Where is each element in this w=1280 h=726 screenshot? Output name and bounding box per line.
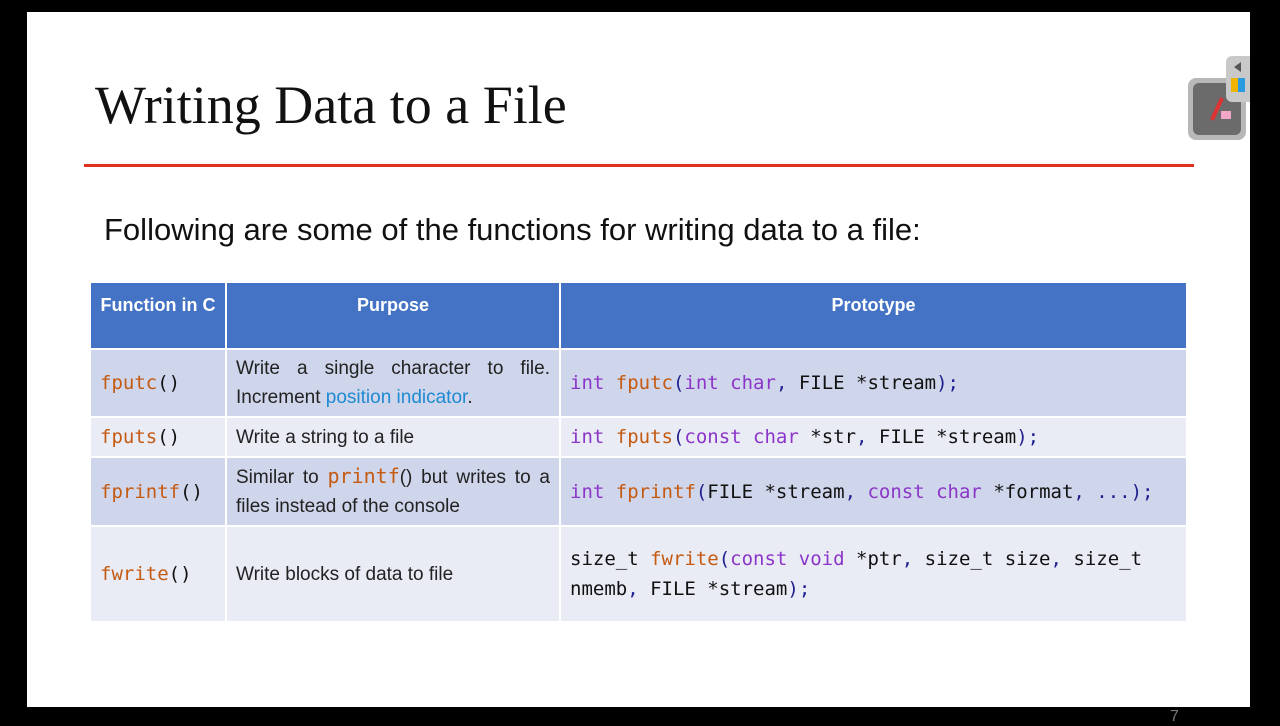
text-segment: ,	[856, 426, 879, 448]
toolbar-apps-icon	[1231, 78, 1245, 92]
toolbar-collapse-tab[interactable]	[1226, 56, 1250, 102]
purpose-cell: Similar to printf() but writes to a file…	[225, 456, 560, 526]
function-cell: fputs()	[91, 416, 226, 457]
text-segment: ,	[901, 548, 925, 570]
text-segment: fputs	[615, 426, 673, 448]
purpose-cell: Write blocks of data to file	[225, 525, 560, 621]
text-segment: ()	[168, 563, 192, 585]
function-cell: fprintf()	[91, 456, 226, 526]
text-segment: fprintf	[615, 480, 696, 503]
prototype-cell: int fputs(const char *str, FILE *stream)…	[559, 416, 1186, 457]
text-segment: const char	[684, 426, 811, 448]
page-number: 7	[1170, 708, 1179, 725]
text-segment: , ...);	[1073, 480, 1154, 503]
text-segment: Write blocks of data to file	[236, 563, 454, 585]
text-segment: fputc	[100, 372, 158, 394]
text-segment: Write a single character to file. Increm…	[236, 358, 550, 408]
functions-table: Function in C Purpose Prototype fputc()W…	[91, 283, 1186, 621]
text-segment: (	[672, 426, 685, 448]
text-segment: (	[718, 548, 731, 570]
text-segment: fprintf	[100, 480, 181, 503]
text-segment: fwrite	[100, 563, 169, 585]
text-segment: () but writes to a files instead of the …	[236, 467, 550, 517]
text-segment: Write a string to a file	[236, 426, 415, 448]
text-segment: ()	[180, 480, 203, 503]
text-segment: printf	[327, 464, 400, 488]
eraser-icon	[1221, 111, 1231, 119]
header-purpose: Purpose	[225, 283, 560, 349]
text-segment: fputs	[100, 426, 158, 448]
prototype-cell: int fputc(int char, FILE *stream);	[559, 348, 1186, 417]
text-segment: .	[467, 387, 473, 408]
text-segment: FILE *stream	[798, 372, 937, 394]
purpose-cell: Write a string to a file	[225, 416, 560, 457]
text-segment: const void	[730, 548, 857, 570]
text-segment: ()	[157, 426, 181, 448]
text-segment: position indicator	[325, 387, 468, 408]
text-segment: ,	[844, 480, 868, 503]
slide-subtitle: Following are some of the functions for …	[104, 212, 921, 247]
text-segment: int	[570, 480, 616, 503]
title-divider	[84, 164, 1194, 167]
text-segment: int	[570, 372, 616, 394]
text-segment: int char	[684, 372, 776, 394]
text-segment: *str	[810, 426, 857, 448]
slide: Writing Data to a File Following are som…	[27, 12, 1250, 725]
header-prototype: Prototype	[559, 283, 1186, 349]
text-segment: (	[672, 372, 685, 394]
prototype-cell: int fprintf(FILE *stream, const char *fo…	[559, 456, 1186, 526]
slide-title: Writing Data to a File	[95, 75, 567, 135]
header-function: Function in C	[91, 283, 226, 349]
text-segment: );	[936, 372, 959, 394]
function-cell: fwrite()	[91, 525, 226, 621]
table-row: fprintf()Similar to printf() but writes …	[91, 456, 1186, 526]
text-segment: const char	[867, 480, 994, 503]
text-segment: size_t size	[924, 548, 1051, 570]
text-segment: FILE *stream	[707, 480, 845, 503]
text-segment: );	[787, 578, 811, 600]
text-segment: fwrite	[650, 548, 719, 570]
text-segment: *format	[993, 480, 1074, 503]
text-segment: *ptr	[856, 548, 902, 570]
triangle-left-icon	[1234, 62, 1241, 72]
text-segment: FILE *stream	[878, 426, 1017, 448]
table-header-row: Function in C Purpose Prototype	[91, 283, 1186, 349]
table-row: fputc()Write a single character to file.…	[91, 348, 1186, 417]
text-segment: Similar to	[236, 467, 328, 488]
text-segment: size_t	[570, 548, 651, 570]
annotation-tools-button[interactable]	[1188, 78, 1246, 140]
text-segment: ,	[1050, 548, 1074, 570]
text-segment: ()	[157, 372, 181, 394]
text-segment: size_t nmemb	[570, 548, 1143, 600]
text-segment: fputc	[615, 372, 673, 394]
text-segment: );	[1016, 426, 1040, 448]
text-segment: (	[695, 480, 708, 503]
function-cell: fputc()	[91, 348, 226, 417]
text-segment: int	[570, 426, 616, 448]
prototype-cell: size_t fwrite(const void *ptr, size_t si…	[559, 525, 1186, 621]
text-segment: ,	[627, 578, 651, 600]
purpose-cell: Write a single character to file. Increm…	[225, 348, 560, 417]
text-segment: FILE *stream	[650, 578, 788, 600]
text-segment: ,	[775, 372, 799, 394]
